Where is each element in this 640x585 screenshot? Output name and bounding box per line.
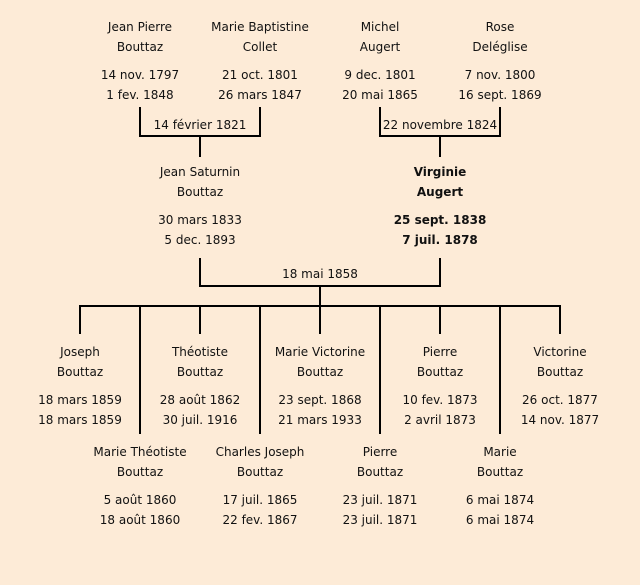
person-first-name: Théotiste xyxy=(171,345,229,359)
person-first-name: Pierre xyxy=(362,445,398,459)
death-date: 22 fev. 1867 xyxy=(222,513,298,527)
person-first-name: Victorine xyxy=(533,345,587,359)
person-first-name: Marie Théotiste xyxy=(93,445,187,459)
person-first-name: Marie Victorine xyxy=(274,345,366,359)
person-last-name: Bouttaz xyxy=(536,365,584,379)
marriage-date: 18 mai 1858 xyxy=(282,267,358,281)
death-date: 14 nov. 1877 xyxy=(520,413,600,427)
marriage-date: 22 novembre 1824 xyxy=(382,118,498,132)
birth-date: 30 mars 1833 xyxy=(158,213,242,227)
person-last-name: Bouttaz xyxy=(296,365,344,379)
death-date: 30 juil. 1916 xyxy=(162,413,238,427)
person-first-name: Jean Pierre xyxy=(107,20,173,34)
death-date: 7 juil. 1878 xyxy=(402,233,478,247)
person-first-name: Joseph xyxy=(60,345,100,359)
person-first-name: Charles Joseph xyxy=(215,445,305,459)
person-last-name: Bouttaz xyxy=(356,465,404,479)
person-last-name: Bouttaz xyxy=(56,365,104,379)
death-date: 1 fev. 1848 xyxy=(106,88,174,102)
death-date: 5 dec. 1893 xyxy=(164,233,236,247)
person-last-name: Deléglise xyxy=(472,40,528,54)
person-last-name: Bouttaz xyxy=(116,40,164,54)
person-last-name: Bouttaz xyxy=(116,465,164,479)
person-last-name: Augert xyxy=(416,185,464,199)
death-date: 23 juil. 1871 xyxy=(342,513,418,527)
person-last-name: Bouttaz xyxy=(476,465,524,479)
death-date: 18 mars 1859 xyxy=(38,413,122,427)
death-date: 26 mars 1847 xyxy=(218,88,302,102)
person-last-name: Bouttaz xyxy=(416,365,464,379)
person-first-name: Michel xyxy=(360,20,400,34)
birth-date: 5 août 1860 xyxy=(103,493,177,507)
person-last-name: Bouttaz xyxy=(176,185,224,199)
birth-date: 6 mai 1874 xyxy=(465,493,535,507)
person-last-name: Bouttaz xyxy=(236,465,284,479)
birth-date: 28 août 1862 xyxy=(159,393,241,407)
death-date: 18 août 1860 xyxy=(99,513,181,527)
person-first-name: Marie Baptistine xyxy=(211,20,309,34)
person-first-name: Marie xyxy=(483,445,517,459)
person-last-name: Collet xyxy=(242,40,278,54)
person-last-name: Bouttaz xyxy=(176,365,224,379)
birth-date: 21 oct. 1801 xyxy=(222,68,298,82)
death-date: 21 mars 1933 xyxy=(278,413,362,427)
death-date: 6 mai 1874 xyxy=(465,513,535,527)
person-first-name: Pierre xyxy=(422,345,458,359)
birth-date: 26 oct. 1877 xyxy=(522,393,598,407)
birth-date: 23 juil. 1871 xyxy=(342,493,418,507)
person-first-name: Virginie xyxy=(413,165,467,179)
person-first-name: Rose xyxy=(485,20,515,34)
death-date: 2 avril 1873 xyxy=(404,413,476,427)
marriage-date: 14 février 1821 xyxy=(153,118,247,132)
birth-date: 9 dec. 1801 xyxy=(344,68,416,82)
birth-date: 25 sept. 1838 xyxy=(393,213,487,227)
birth-date: 14 nov. 1797 xyxy=(100,68,180,82)
birth-date: 17 juil. 1865 xyxy=(222,493,298,507)
birth-date: 23 sept. 1868 xyxy=(278,393,362,407)
death-date: 20 mai 1865 xyxy=(342,88,418,102)
birth-date: 10 fev. 1873 xyxy=(402,393,478,407)
person-last-name: Augert xyxy=(359,40,401,54)
birth-date: 18 mars 1859 xyxy=(38,393,122,407)
death-date: 16 sept. 1869 xyxy=(458,88,542,102)
birth-date: 7 nov. 1800 xyxy=(464,68,536,82)
person-first-name: Jean Saturnin xyxy=(159,165,241,179)
